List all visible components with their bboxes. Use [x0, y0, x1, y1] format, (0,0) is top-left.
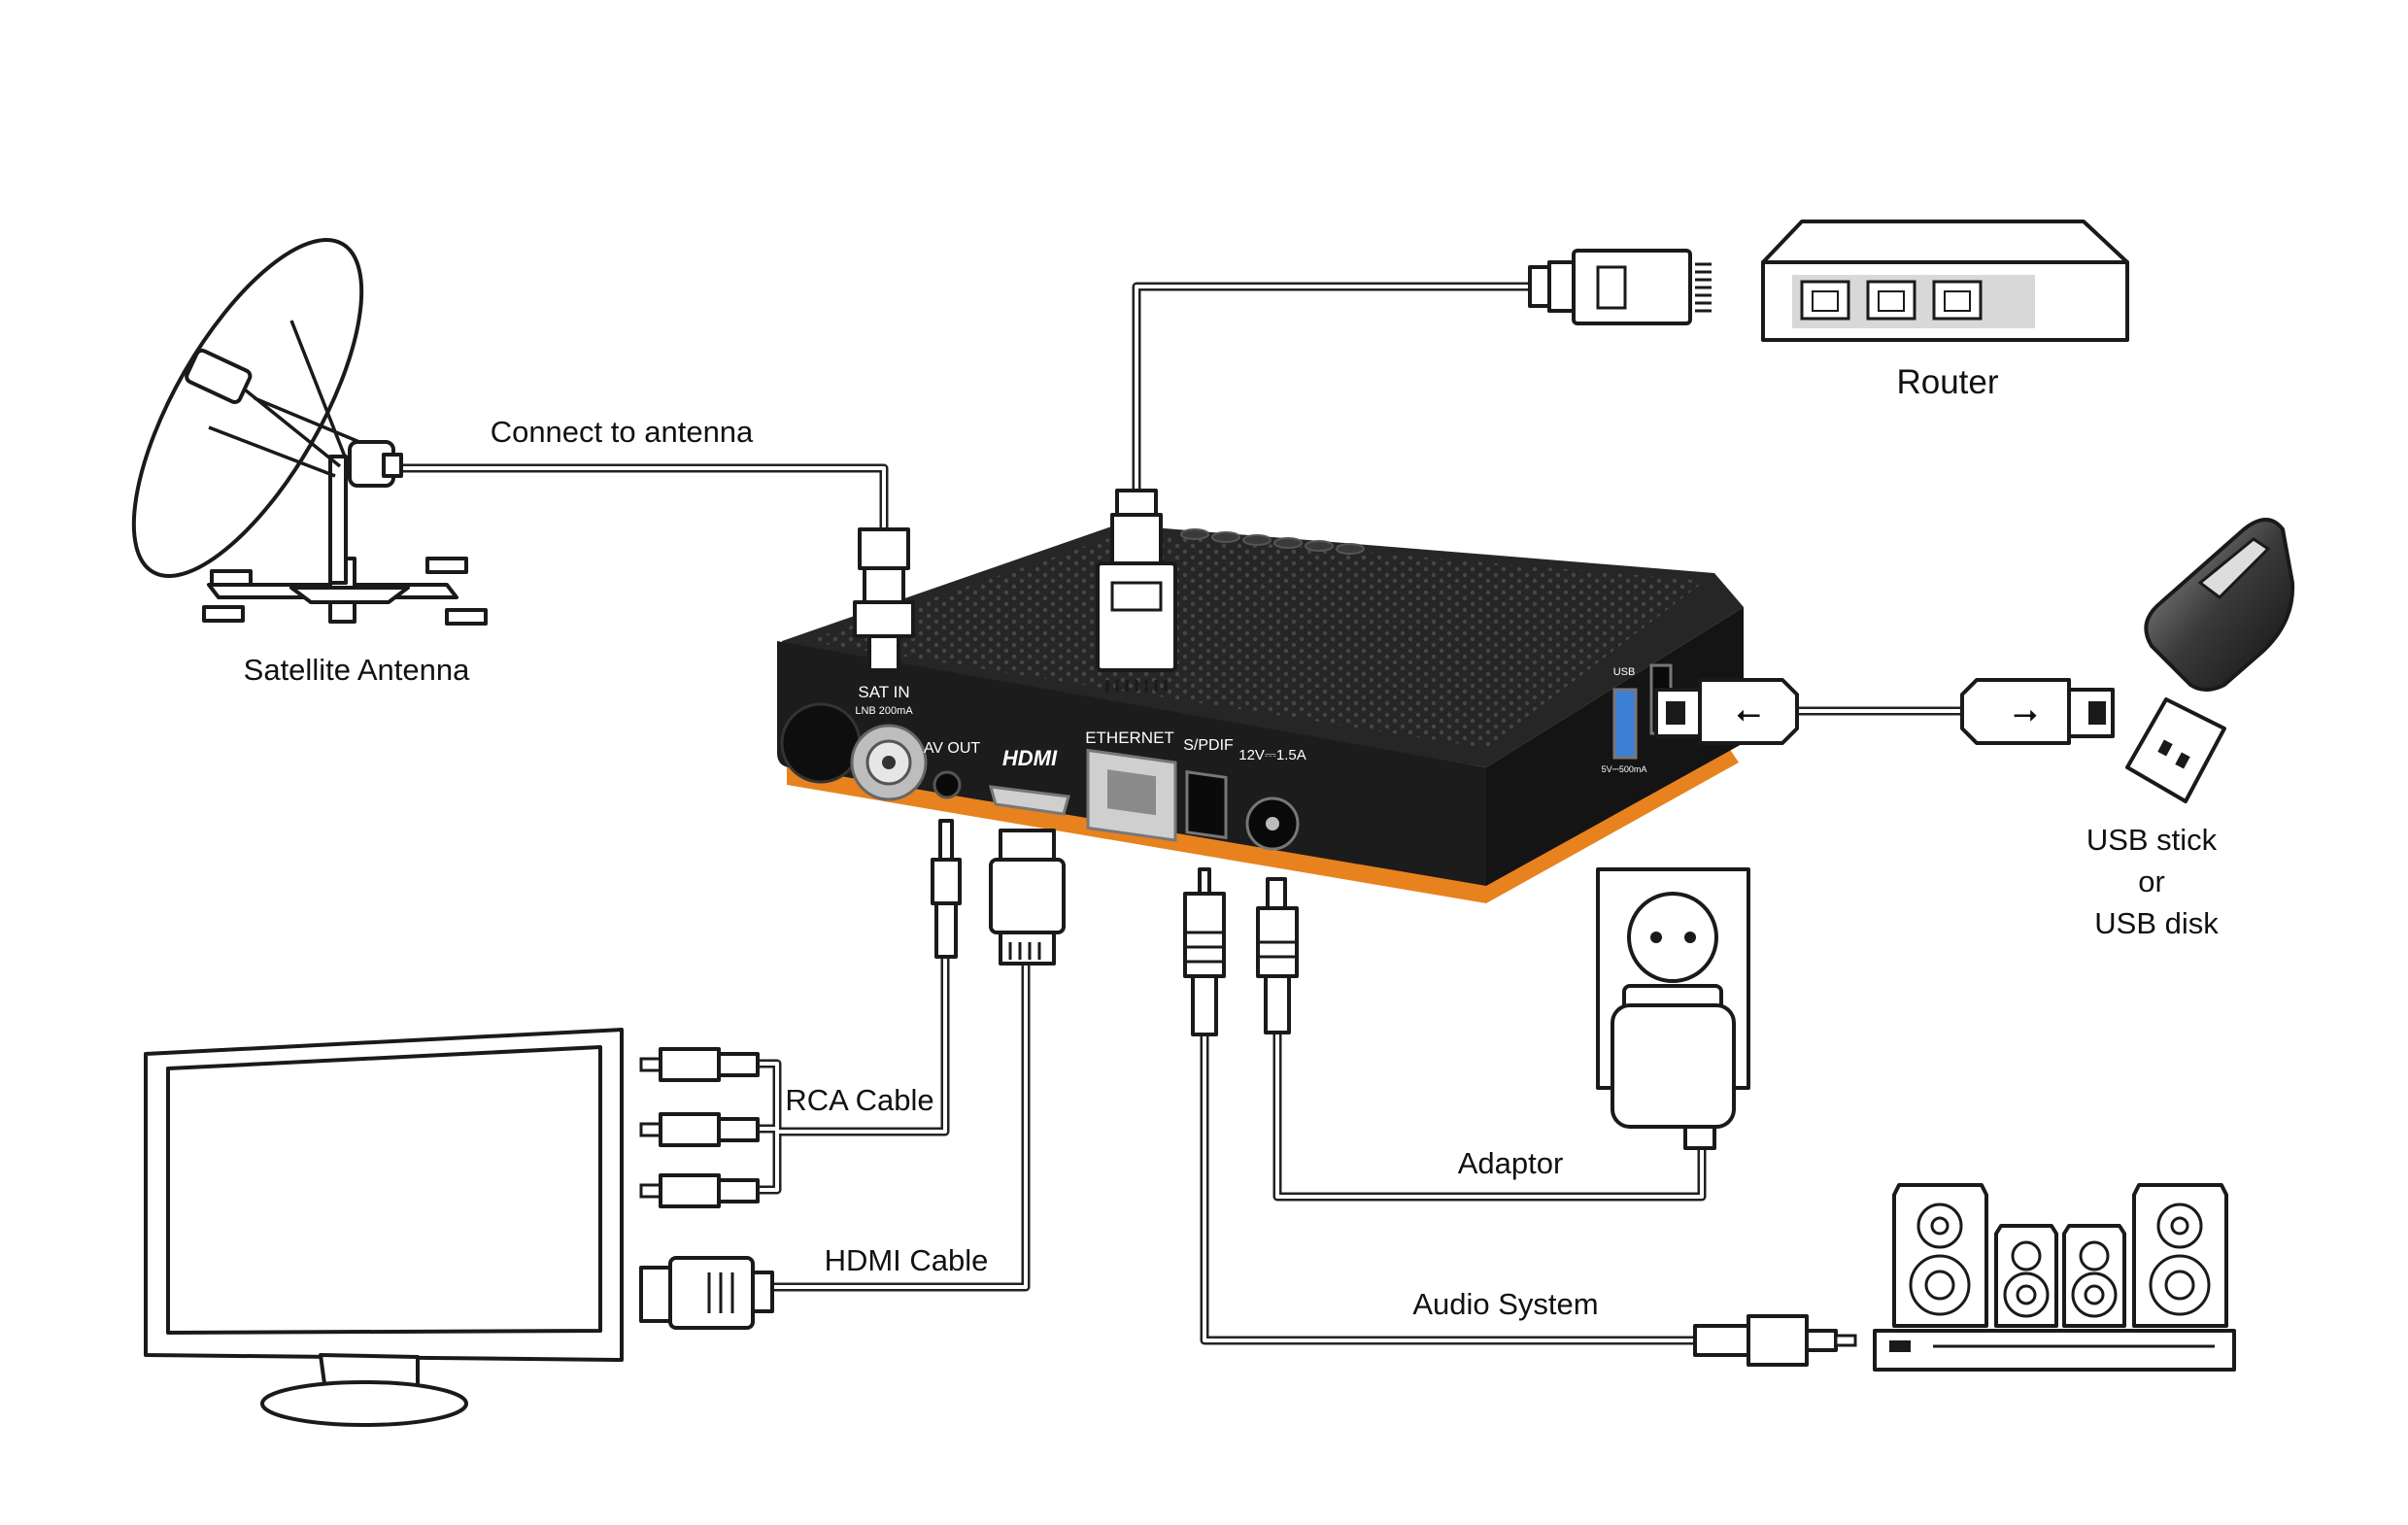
ethernet-port-label: ETHERNET: [1085, 729, 1174, 747]
rca-plug: [639, 1173, 760, 1208]
router-icon: [1761, 220, 2129, 342]
usb-port-label: USB: [1613, 666, 1636, 678]
router-port: [1932, 280, 1983, 321]
power-plug: [1256, 877, 1299, 1034]
tv-monitor-icon: [144, 1028, 624, 1427]
ethernet-plug-router: [1528, 249, 1712, 325]
power-adaptor: [1611, 984, 1736, 1150]
power-port-label: 12V⎓1.5A: [1238, 747, 1306, 763]
connect-antenna-label: Connect to antenna: [491, 415, 754, 449]
spdif-port: S/PDIF: [1183, 737, 1234, 840]
ethernet-cable: [1132, 282, 1535, 495]
rca-plug: [639, 1112, 760, 1147]
av-jack-plug: [931, 819, 962, 959]
rca-cable: [753, 952, 950, 1195]
av-out-label: AV OUT: [924, 740, 981, 757]
usb-stick-label: USB stick: [2086, 823, 2218, 857]
sat-in-sublabel: LNB 200mA: [855, 705, 913, 717]
usb-disk-label: USB disk: [2094, 906, 2219, 940]
audio-system-label: Audio System: [1412, 1287, 1598, 1321]
power-port: 12V⎓1.5A: [1238, 747, 1306, 851]
router-label: Router: [1896, 363, 1998, 401]
usb-or-label: or: [2138, 864, 2165, 898]
hdmi-cable-label: HDMI Cable: [825, 1243, 989, 1277]
spdif-port-label: S/PDIF: [1183, 737, 1234, 754]
audio-plug: [1183, 867, 1226, 1036]
rca-cable-label: RCA Cable: [785, 1083, 933, 1117]
router-port: [1866, 280, 1916, 321]
satellite-antenna-label: Satellite Antenna: [244, 653, 470, 687]
speaker-system-icon: [1873, 1183, 2236, 1372]
audio-plug-speakers: [1693, 1314, 1857, 1367]
hdmi-port-label: HDMI: [1002, 746, 1058, 770]
speaker-tower: [2132, 1183, 2228, 1328]
cables: [379, 282, 1967, 1345]
usb-plug-stick: ⭢: [1960, 678, 2115, 745]
sat-in-port: SAT IN LNB 200mA: [780, 683, 928, 801]
usb-stick-icon: [2125, 518, 2295, 803]
speaker-tower: [1892, 1183, 1988, 1328]
speaker-small: [1994, 1224, 2058, 1328]
hdmi-plug-tv: [639, 1256, 774, 1330]
usb-symbol-icon: ⭢: [2013, 695, 2038, 730]
adaptor-label: Adaptor: [1458, 1146, 1564, 1180]
hdmi-cable: [767, 957, 1031, 1292]
set-top-box: SAT IN LNB 200mA AV OUT HDMI ETHERNET S/…: [777, 525, 1744, 903]
ethernet-plug-box: [1096, 489, 1177, 692]
antenna-plug: [853, 527, 915, 672]
router-port: [1800, 280, 1850, 321]
hdmi-plug: [989, 829, 1066, 966]
labels: Connect to antenna Satellite Antenna Rou…: [244, 363, 2220, 1321]
rca-plug: [639, 1047, 760, 1082]
rca-plugs: [639, 1047, 760, 1208]
hdmi-port: HDMI: [988, 746, 1070, 816]
antenna-cable: [379, 463, 889, 534]
usb-port-sublabel: 5V⎓500mA: [1602, 764, 1647, 774]
speaker-small: [2062, 1224, 2126, 1328]
av-out-port: AV OUT: [924, 740, 981, 799]
sat-in-label: SAT IN: [858, 683, 909, 701]
ethernet-port: ETHERNET: [1085, 729, 1177, 842]
satellite-dish-icon: [131, 238, 488, 626]
usb-symbol-icon: ⭠: [1736, 695, 1761, 730]
usb-plug-box: ⭠: [1654, 678, 1799, 745]
